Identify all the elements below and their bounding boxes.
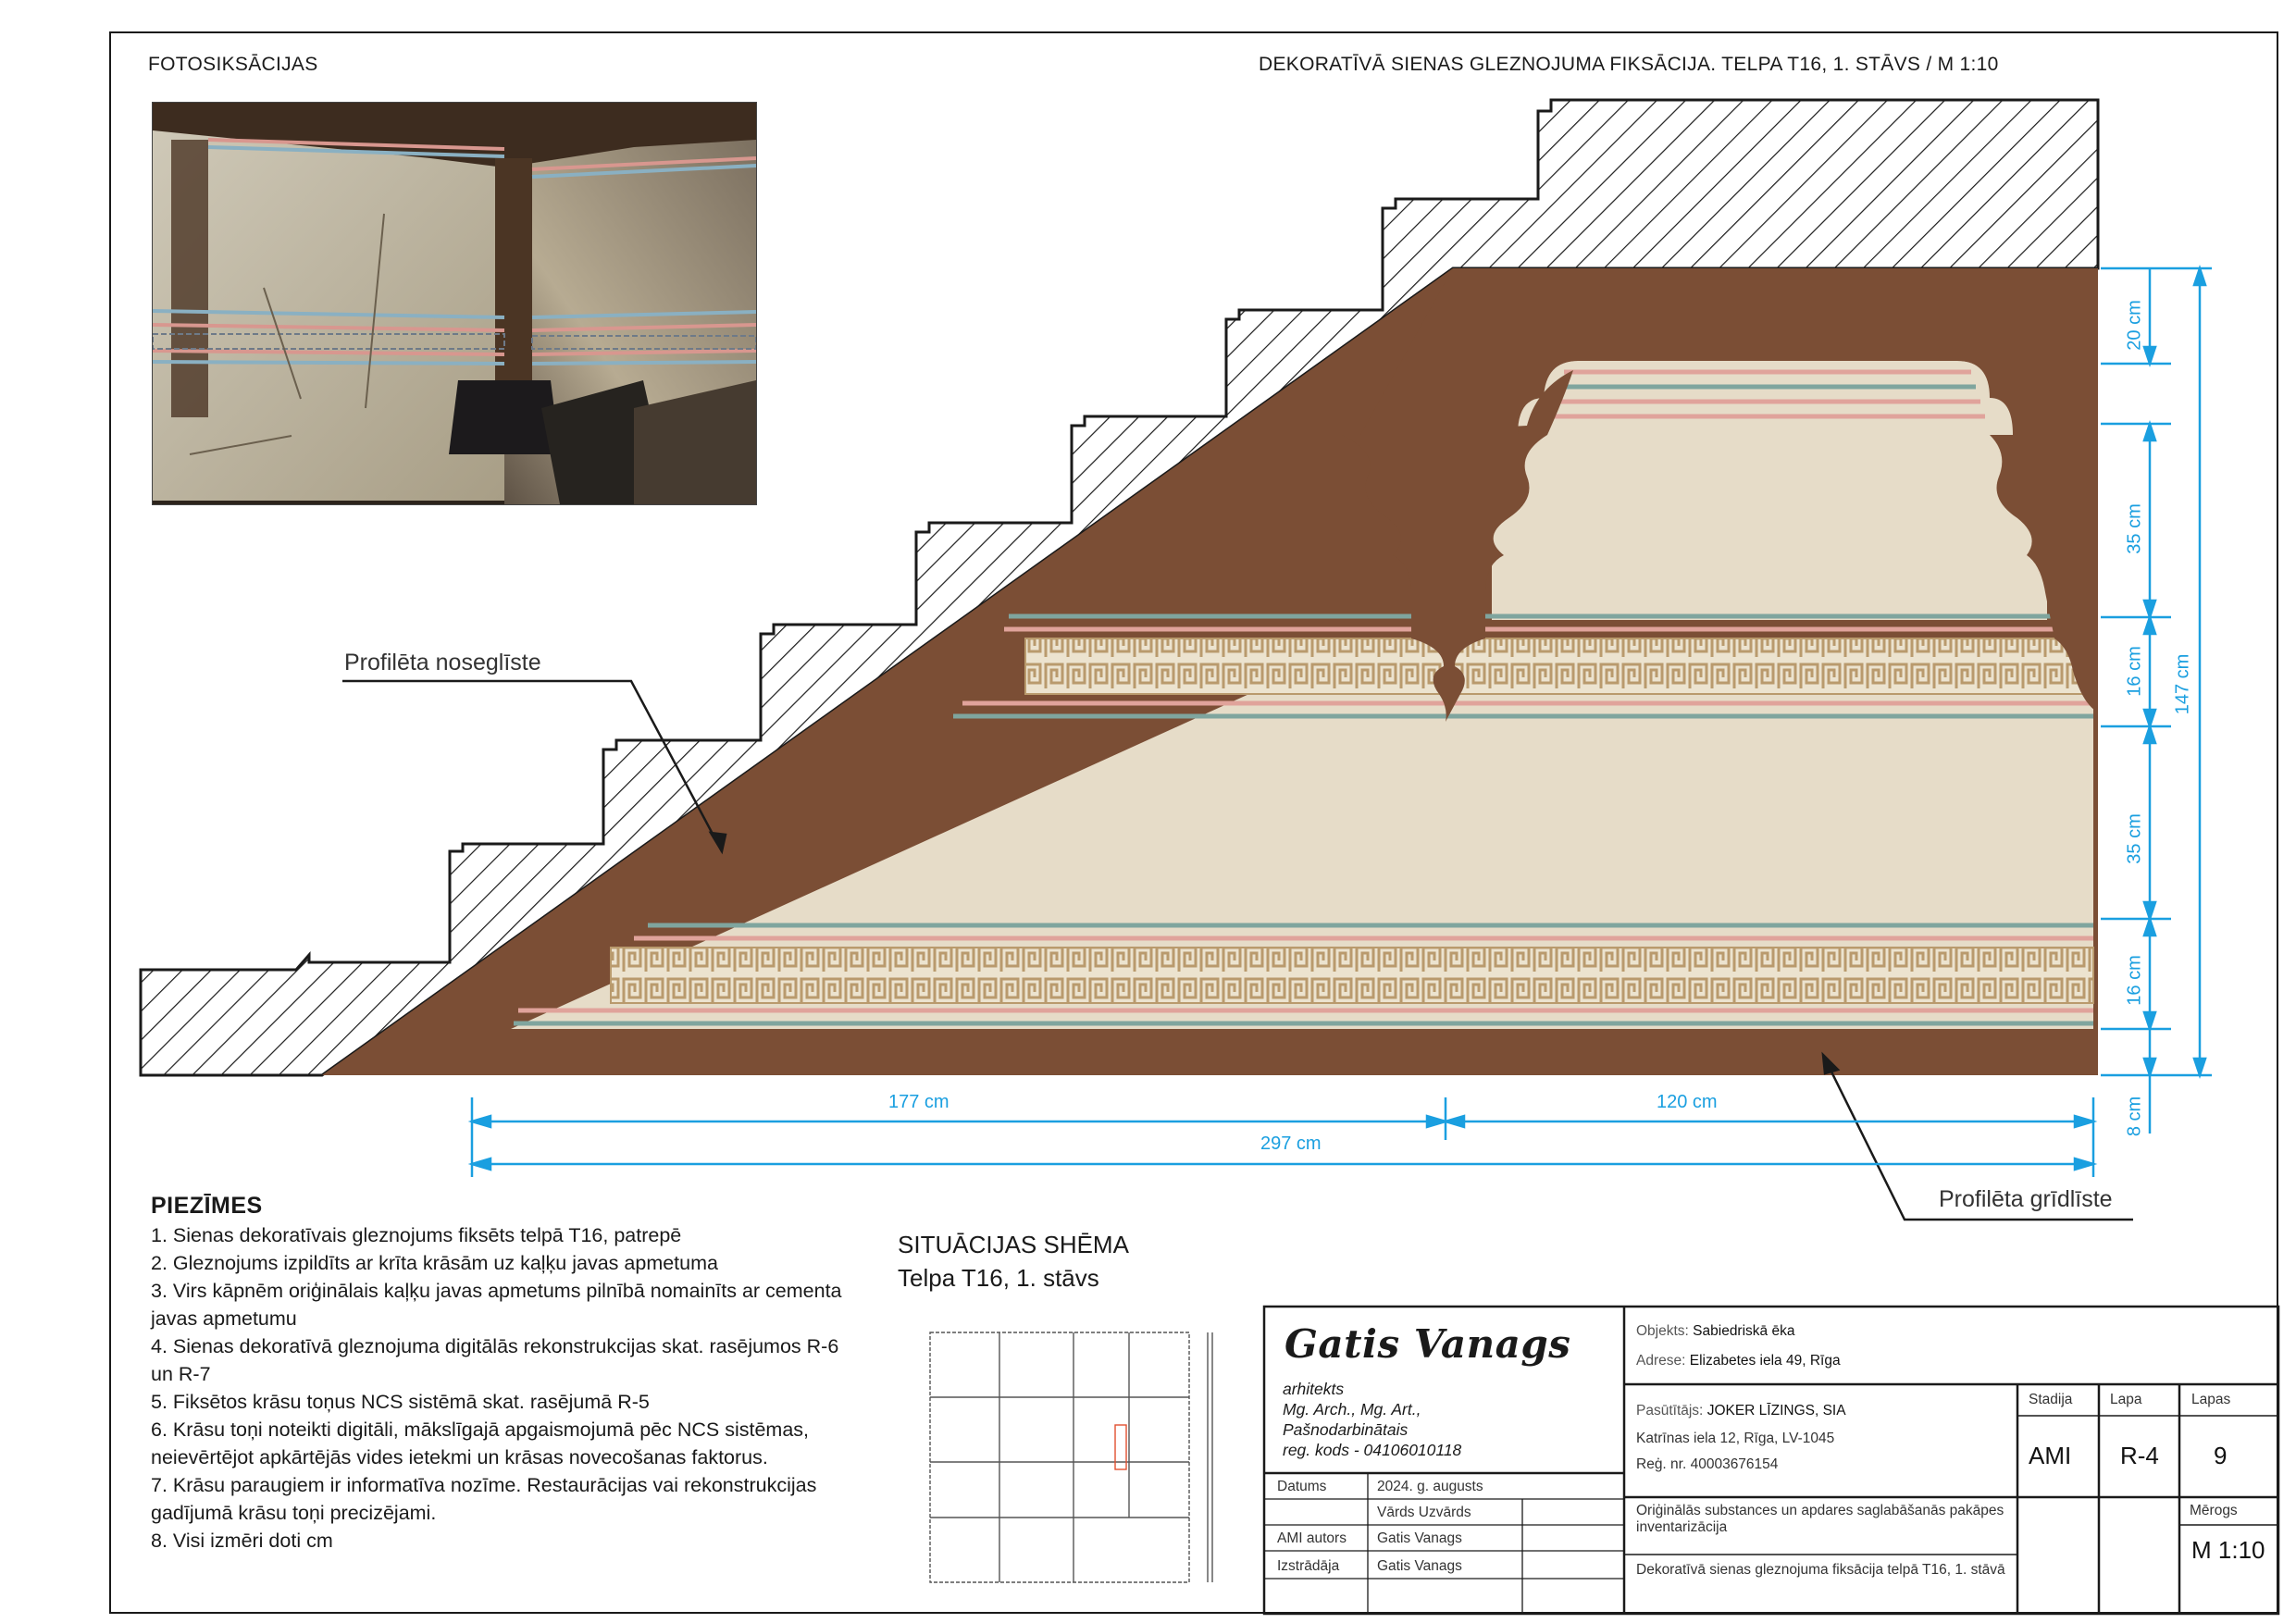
dim-120: 120 cm xyxy=(1657,1092,1718,1112)
client-label: Pasūtītājs: xyxy=(1636,1403,1704,1419)
situation-title-block: SITUĀCIJAS SHĒMA Telpa T16, 1. stāvs xyxy=(898,1228,1129,1295)
painted-field-lower xyxy=(511,648,2093,1029)
callout-cornice: Profilēta noseglīste xyxy=(344,650,541,675)
note-item: 1. Sienas dekoratīvais gleznojums fiksēt… xyxy=(151,1224,682,1246)
ami-author-value: Gatis Vanags xyxy=(1377,1530,1462,1546)
address-value: Elizabetes iela 49, Rīga xyxy=(1689,1353,1841,1369)
fixation-photo xyxy=(152,102,757,505)
situation-subtitle: Telpa T16, 1. stāvs xyxy=(898,1264,1099,1292)
dim-8: 8 cm xyxy=(2124,1096,2145,1137)
situation-title: SITUĀCIJAS SHĒMA xyxy=(898,1231,1129,1258)
drawing-title: DEKORATĪVĀ SIENAS GLEZNOJUMA FIKSĀCIJA. … xyxy=(1259,54,1999,75)
stage-value: AMI xyxy=(2029,1442,2072,1469)
title-block-grid xyxy=(1262,1305,2280,1616)
scale-label: Mērogs xyxy=(2190,1503,2238,1518)
prepared-value: Gatis Vanags xyxy=(1377,1558,1462,1574)
scale-value: M 1:10 xyxy=(2191,1536,2265,1564)
stair-section-hatch xyxy=(139,98,2100,1077)
lower-border-stripes xyxy=(514,923,2093,1026)
object-value: Sabiedriskā ēka xyxy=(1693,1323,1795,1339)
note-item: 5. Fiksētos krāsu toņus NCS sistēmā skat… xyxy=(151,1391,650,1413)
client-value: JOKER LĪZINGS, SIA xyxy=(1706,1403,1846,1419)
title-block-signature-grid xyxy=(1264,1473,1624,1614)
project-name: Oriģinālās substances un apdares saglabā… xyxy=(1636,1503,2004,1535)
author-credentials: arhitekts Mg. Arch., Mg. Art., Pašnodarb… xyxy=(1283,1379,1461,1460)
upper-cornice-stripes xyxy=(1550,369,1985,419)
dim-35-upper: 35 cm xyxy=(2124,503,2145,554)
sheet-value: R-4 xyxy=(2120,1442,2159,1469)
photos-label: FOTOSIKSĀCIJAS xyxy=(148,54,318,75)
stage-label: Stadija xyxy=(2029,1392,2073,1407)
dim-147: 147 cm xyxy=(2172,653,2193,715)
sheets-value: 9 xyxy=(2214,1442,2228,1469)
middle-border-stripes xyxy=(953,613,2093,719)
sheets-label: Lapas xyxy=(2191,1392,2231,1407)
note-item: 8. Visi izmēri doti cm xyxy=(151,1530,333,1552)
note-item: 3. Virs kāpnēm oriģinālais kaļķu javas a… xyxy=(151,1280,842,1330)
drawing-frame xyxy=(109,31,2278,1614)
callout-skirting: Profilēta grīdlīste xyxy=(1939,1186,2113,1212)
address-label: Adrese: xyxy=(1636,1353,1686,1369)
sheet-name: Dekoratīvā sienas gleznojuma fiksācija t… xyxy=(1636,1562,2005,1578)
situation-plan xyxy=(929,1332,1213,1583)
date-label: Datums xyxy=(1277,1479,1327,1494)
dim-35-lower: 35 cm xyxy=(2124,813,2145,864)
title-block: Gatis Vanags arhitekts Mg. Arch., Mg. Ar… xyxy=(1264,1307,2278,1614)
dim-16-lower: 16 cm xyxy=(2124,955,2145,1006)
middle-meander-band xyxy=(1024,638,2094,695)
author-line: Mg. Arch., Mg. Art., xyxy=(1283,1400,1421,1419)
name-header: Vārds Uzvārds xyxy=(1377,1505,1471,1520)
dim-177: 177 cm xyxy=(888,1092,949,1112)
painted-field-upper xyxy=(1481,361,2093,717)
date-value: 2024. g. augusts xyxy=(1377,1479,1483,1494)
note-item: 6. Krāsu toņi noteikti digitāli, mākslīg… xyxy=(151,1419,810,1468)
note-item: 7. Krāsu paraugiem ir informatīva nozīme… xyxy=(151,1474,817,1524)
client-address: Katrīnas iela 12, Rīga, LV-1045 xyxy=(1636,1431,1835,1446)
prepared-label: Izstrādāja xyxy=(1277,1558,1340,1574)
note-item: 2. Gleznojums izpildīts ar krīta krāsām … xyxy=(151,1252,718,1274)
dimension-lines xyxy=(467,265,2212,1177)
note-item: 4. Sienas dekoratīvā gleznojuma digitālā… xyxy=(151,1335,839,1385)
sheet-label: Lapa xyxy=(2110,1392,2142,1407)
left-corbel xyxy=(1342,370,1573,722)
notes-title: PIEZĪMES xyxy=(151,1193,263,1219)
client-reg: Reģ. nr. 40003676154 xyxy=(1636,1456,1779,1472)
author-logo: Gatis Vanags xyxy=(1285,1321,1571,1367)
author-line: arhitekts xyxy=(1283,1380,1345,1398)
right-corbel xyxy=(1990,435,2098,712)
ami-author-label: AMI autors xyxy=(1277,1530,1347,1546)
lower-meander-band xyxy=(610,947,2094,1004)
notes-section: PIEZĪMES 1. Sienas dekoratīvais gleznoju… xyxy=(151,1192,854,1555)
dim-297: 297 cm xyxy=(1260,1134,1322,1154)
author-line: reg. kods - 04106010118 xyxy=(1283,1441,1462,1459)
dim-16-upper: 16 cm xyxy=(2124,646,2145,697)
author-line: Pašnodarbinātais xyxy=(1283,1420,1409,1439)
object-label: Objekts: xyxy=(1636,1323,1689,1339)
callout-leaders xyxy=(342,679,2133,1221)
dim-20: 20 cm xyxy=(2124,300,2145,351)
arch-top xyxy=(1360,268,2098,435)
